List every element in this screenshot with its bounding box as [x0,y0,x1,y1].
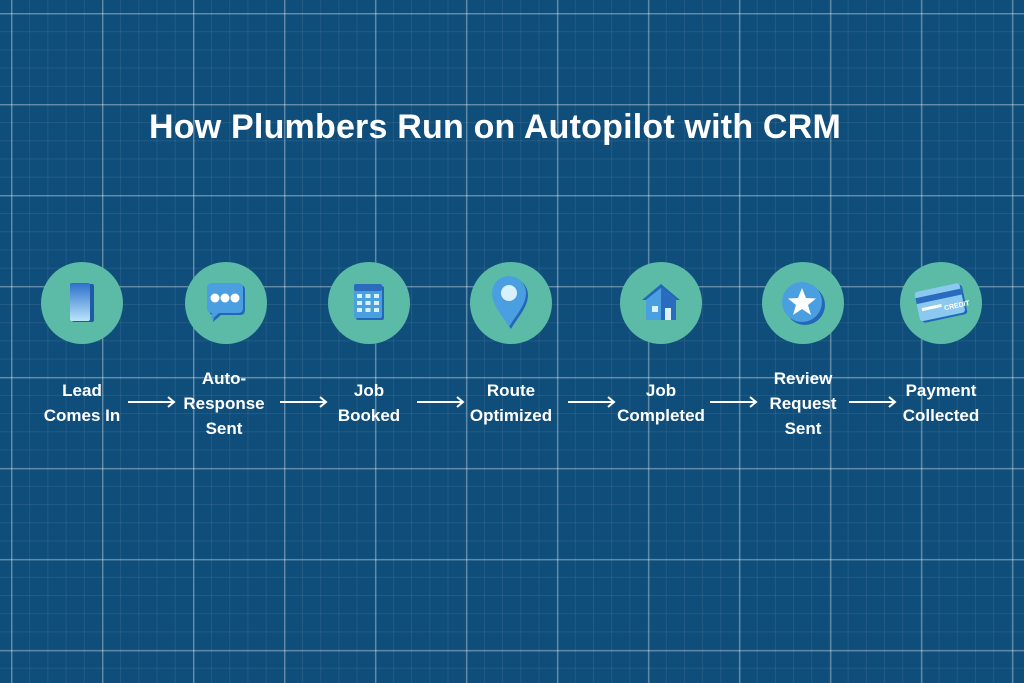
step-label-job-booked: Job Booked [337,381,401,425]
step-circle-auto-response [185,262,267,344]
page-title: How Plumbers Run on Autopilot with CRM [149,108,841,146]
step-label-lead: Lead Comes In [43,381,121,425]
arrow-5 [709,396,759,408]
step-circle-route [470,262,552,344]
house-icon [642,284,680,320]
step-label-route: Route Optimized [469,381,553,425]
step-circle-review [762,262,844,344]
step-circle-payment: CREDIT [900,262,982,344]
chat-bubble-icon [207,283,245,322]
phone-icon [70,283,94,322]
step-circle-job-completed [620,262,702,344]
arrow-1 [127,396,177,408]
step-circle-lead [41,262,123,344]
star-badge-icon [782,282,825,325]
step-label-payment: Payment Collected [902,381,980,425]
arrow-4 [567,396,617,408]
arrow-3 [416,396,466,408]
calendar-icon [354,284,384,320]
map-pin-icon [492,276,528,329]
step-circle-job-booked [328,262,410,344]
arrow-6 [848,396,898,408]
step-label-job-completed: Job Completed [617,381,705,425]
arrow-2 [279,396,329,408]
step-label-auto-response: Auto- Response Sent [183,369,265,438]
step-label-review: Review Request Sent [769,369,837,438]
credit-card-icon: CREDIT [914,283,971,323]
